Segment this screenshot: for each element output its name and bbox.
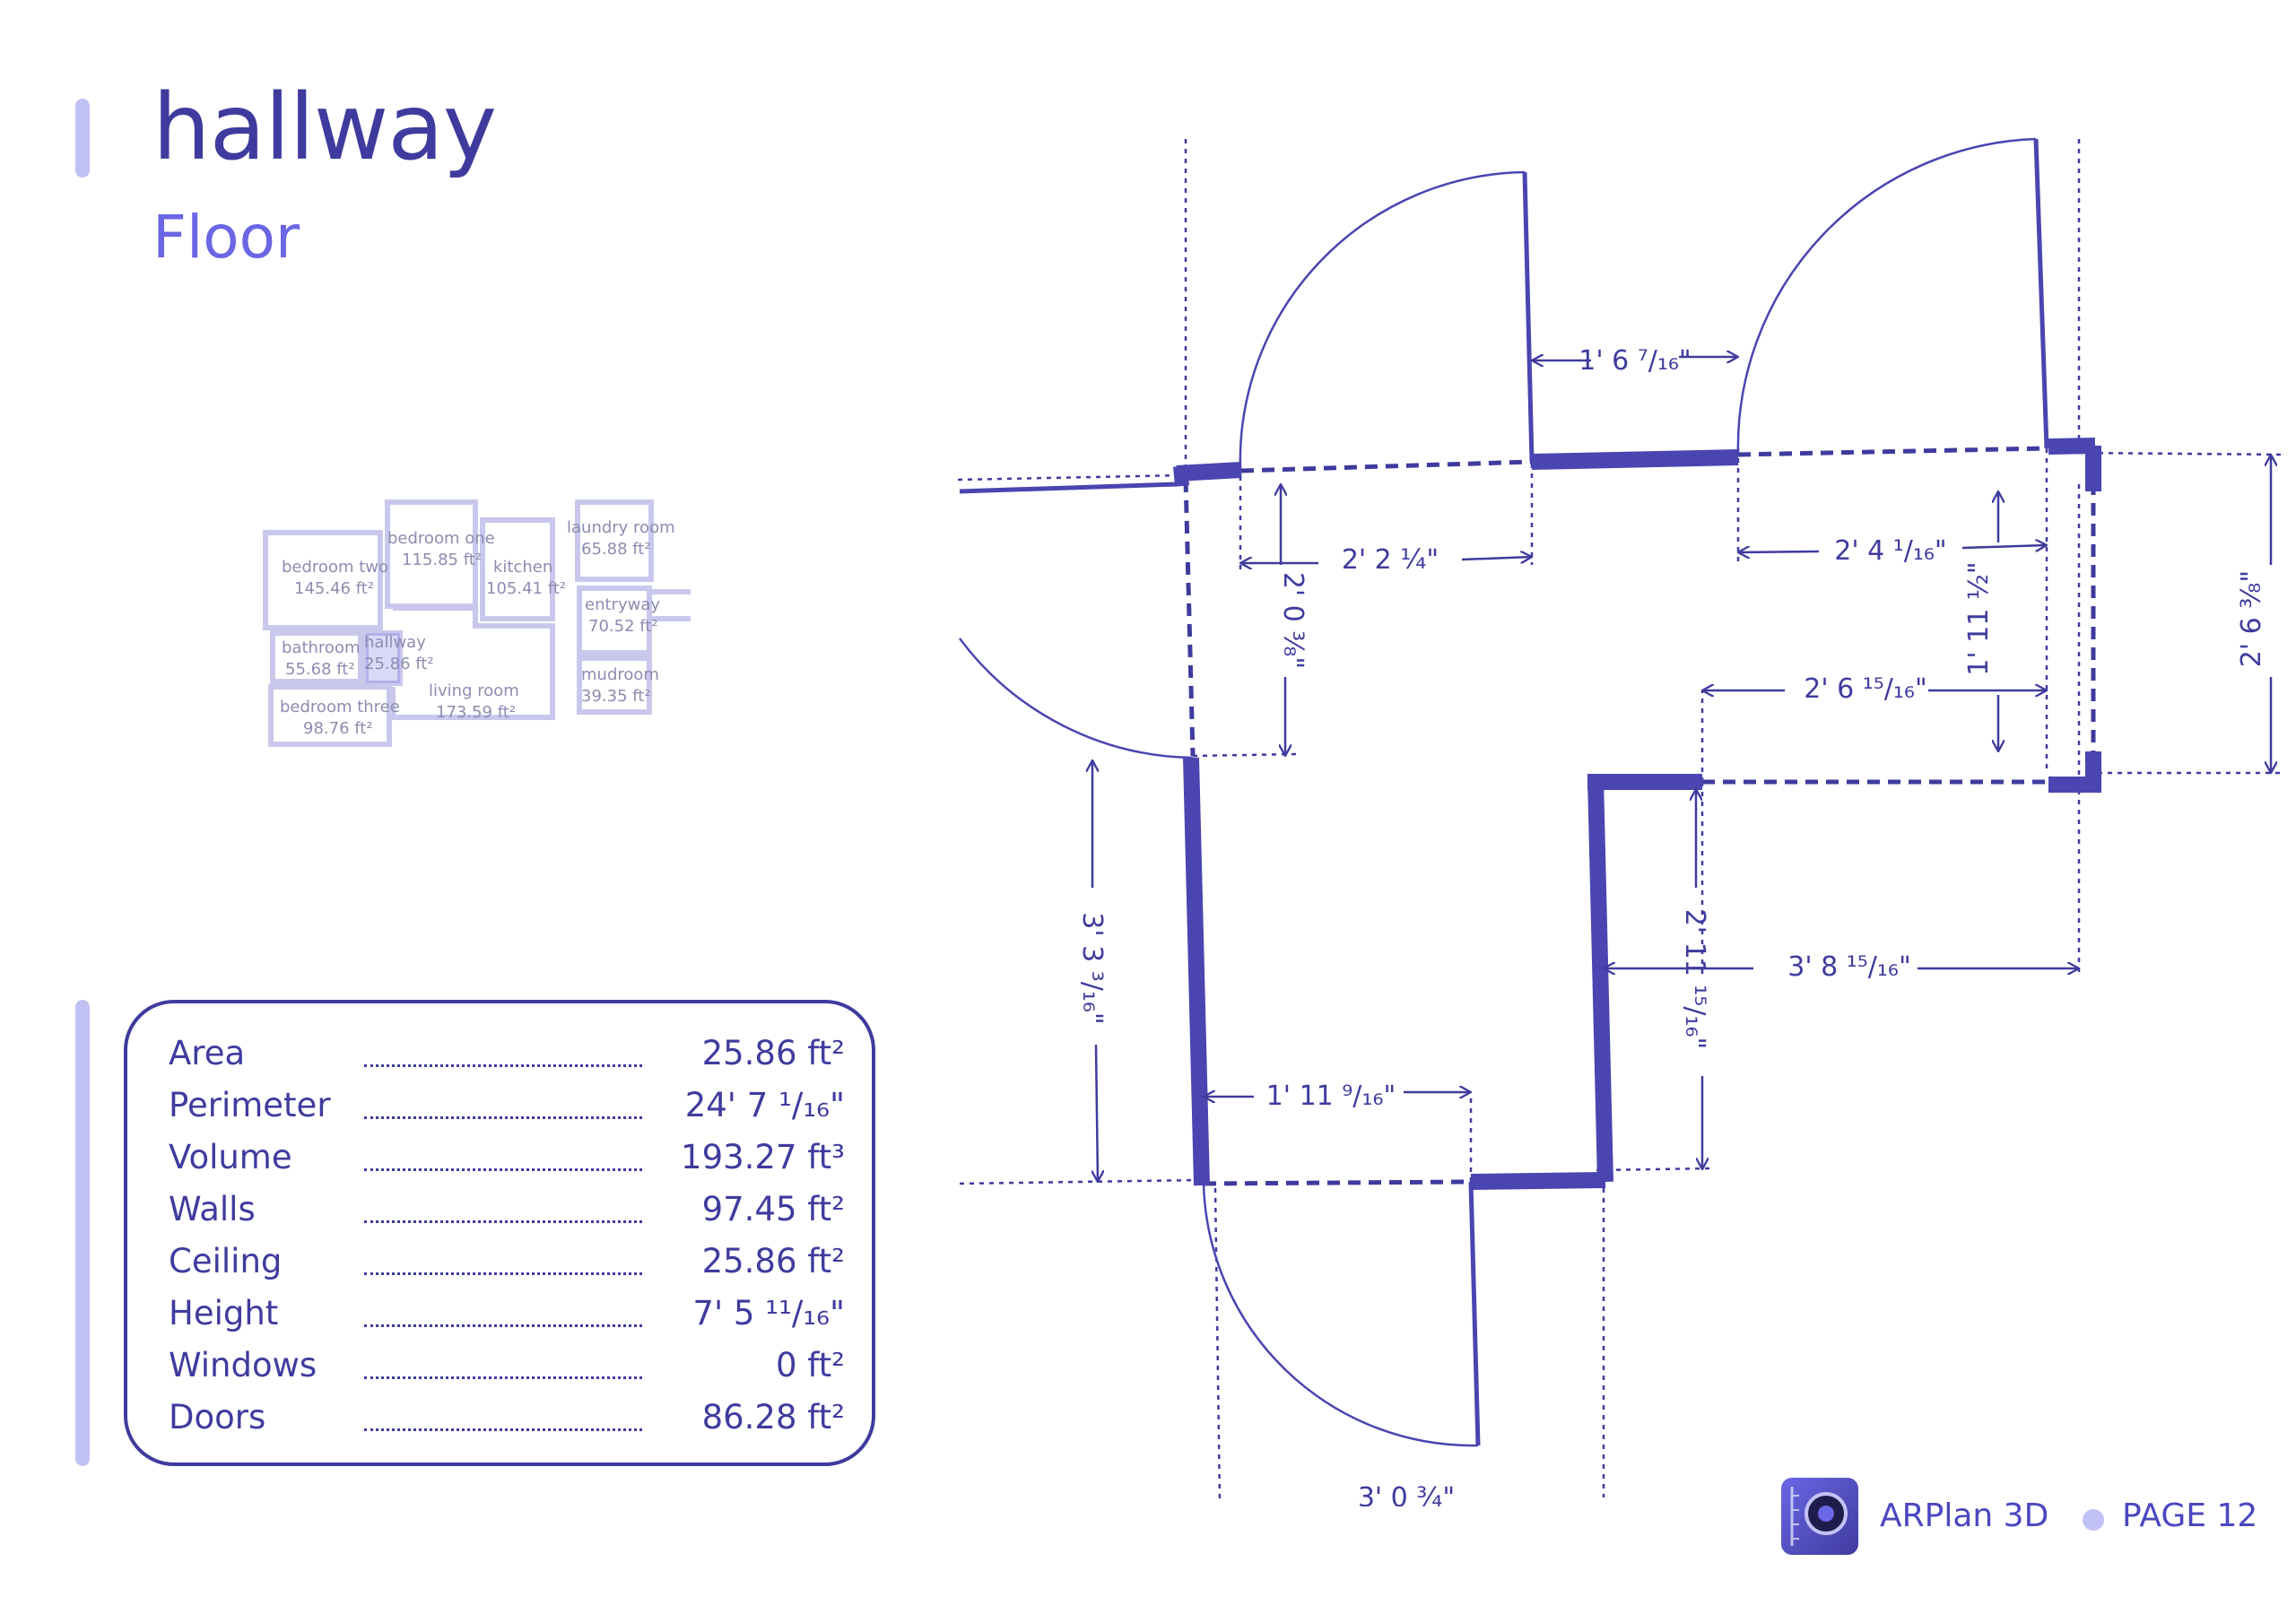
stats-accent-bar: [75, 1000, 90, 1466]
ov-label-area: 115.85 ft²: [402, 551, 482, 569]
dimension-label: 2' 0 ⅜": [1277, 572, 1309, 669]
title-accent-bar: [75, 99, 90, 178]
stat-value: 193.27 ft³: [681, 1138, 845, 1176]
door-leaf: [2033, 138, 2049, 449]
dimension-label: 2' 6 ⅜": [2236, 570, 2267, 667]
wall-top-middle: [1531, 449, 1739, 470]
stat-value: 97.45 ft²: [701, 1190, 845, 1228]
wall-outer-left: [959, 482, 1178, 494]
ov-label-name: bedroom two: [282, 558, 388, 577]
stat-value: 0 ft²: [775, 1346, 845, 1384]
stat-value: 24' 7 ¹/₁₆": [684, 1086, 845, 1124]
page-title: hallway: [152, 74, 497, 181]
ov-label-name: bedroom three: [280, 698, 400, 716]
door-swing: [1736, 137, 2037, 456]
doors: [958, 137, 2049, 1447]
app-name: ARPlan 3D: [1880, 1497, 2049, 1534]
ov-label-area: 55.68 ft²: [285, 660, 355, 679]
ov-label-name: kitchen: [493, 558, 552, 577]
dimension-label: 3' 8 ¹⁵/₁₆": [1787, 951, 1911, 983]
overview-highlight: [366, 633, 400, 683]
stat-leader: [364, 1116, 642, 1119]
dimension-label: 3' 3 ³/₁₆": [1076, 912, 1108, 1024]
stat-value: 7' 5 ¹¹/₁₆": [692, 1294, 845, 1332]
wall-bottom-middle: [1470, 1172, 1606, 1190]
stat-label: Windows: [169, 1346, 317, 1384]
stat-value: 25.86 ft²: [701, 1242, 845, 1280]
ov-label-area: 65.88 ft²: [581, 540, 651, 559]
stat-row-volume: Volume 193.27 ft³: [169, 1138, 845, 1190]
ov-label-area: 39.35 ft²: [581, 687, 651, 706]
stat-leader: [364, 1168, 642, 1171]
stats-panel: Area 25.86 ft² Perimeter 24' 7 ¹/₁₆" Vol…: [124, 1000, 875, 1466]
room-outline: [1183, 446, 2096, 1186]
stat-leader: [364, 1220, 642, 1223]
page-number: PAGE 12: [2122, 1497, 2258, 1534]
stat-row-area: Area 25.86 ft²: [169, 1034, 845, 1086]
stat-leader: [364, 1324, 642, 1327]
dimension-label: 2' 2 ¼": [1342, 544, 1439, 576]
stat-leader: [364, 1064, 642, 1067]
stat-row-perimeter: Perimeter 24' 7 ¹/₁₆": [169, 1086, 845, 1138]
door-leaf: [1522, 171, 1535, 463]
ov-label-area: 145.46 ft²: [294, 579, 374, 598]
dimension-label: 2' 4 ¹/₁₆": [1834, 535, 1946, 567]
ov-label-area: 25.86 ft²: [364, 655, 434, 673]
ov-label-name: hallway: [364, 633, 426, 652]
stat-label: Volume: [169, 1138, 292, 1176]
stat-leader: [364, 1272, 642, 1275]
stat-label: Perimeter: [169, 1086, 331, 1124]
wall-left: [1183, 757, 1210, 1186]
door-leaf: [1468, 1181, 1481, 1446]
stat-row-windows: Windows 0 ft²: [169, 1346, 845, 1398]
door-swing: [1202, 1183, 1479, 1447]
ov-label-name: living room: [429, 681, 519, 700]
separator-dot: [2083, 1509, 2104, 1531]
ov-label-area: 70.52 ft²: [588, 617, 658, 636]
stat-leader: [364, 1376, 642, 1379]
dimension-label: 1' 11 ½": [1963, 561, 1995, 675]
overview-floor-plan: bedroom two 145.46 ft² bedroom one 115.8…: [263, 499, 691, 747]
dimension-label: 1' 11 ⁹/₁₆": [1266, 1081, 1396, 1112]
door-swing: [1239, 170, 1526, 471]
dimension-label: 2' 11 ¹⁵/₁₆": [1679, 909, 1710, 1050]
hallway-floor-plan: 1' 6 ⁷/₁₆" 2' 2 ¼" 2' 4 ¹/₁₆" 2' 6 ¹⁵/₁₆…: [957, 137, 2286, 1506]
stat-value: 86.28 ft²: [701, 1398, 845, 1436]
stat-label: Walls: [169, 1190, 256, 1228]
ov-label-name: entryway: [585, 595, 660, 614]
ov-label-name: laundry room: [567, 518, 675, 537]
page-subtitle: Floor: [152, 203, 300, 272]
extension-lines: [957, 139, 2286, 1503]
dimension-label: 3' 0 ¾": [1358, 1482, 1455, 1506]
stat-row-walls: Walls 97.45 ft²: [169, 1190, 845, 1242]
dimension-arrows: [1092, 357, 2271, 1182]
ov-label-name: mudroom: [581, 665, 659, 684]
stat-label: Doors: [169, 1398, 266, 1436]
dimension-label: 1' 6 ⁷/₁₆": [1578, 345, 1691, 377]
walls: [959, 438, 2101, 1190]
overview-walls: [263, 499, 691, 747]
ov-label-name: bathroom: [282, 638, 361, 657]
stat-label: Area: [169, 1034, 246, 1072]
footer: ARPlan 3D PAGE 12: [1781, 1478, 2266, 1558]
stat-row-doors: Doors 86.28 ft²: [169, 1398, 845, 1450]
ov-label-name: bedroom one: [387, 529, 495, 548]
stat-row-height: Height 7' 5 ¹¹/₁₆": [169, 1294, 845, 1346]
stat-label: Ceiling: [169, 1242, 283, 1280]
dimension-label: 2' 6 ¹⁵/₁₆": [1804, 673, 1927, 705]
stat-row-ceiling: Ceiling 25.86 ft²: [169, 1242, 845, 1294]
ov-label-area: 105.41 ft²: [486, 579, 566, 598]
app-logo-icon: [1781, 1478, 1858, 1555]
stat-value: 25.86 ft²: [701, 1034, 845, 1072]
ov-label-area: 98.76 ft²: [303, 719, 373, 738]
stat-label: Height: [169, 1294, 279, 1332]
door-swing: [958, 638, 1194, 759]
wall-center: [1587, 777, 1613, 1183]
ov-label-area: 173.59 ft²: [436, 703, 516, 722]
stat-leader: [364, 1428, 642, 1431]
